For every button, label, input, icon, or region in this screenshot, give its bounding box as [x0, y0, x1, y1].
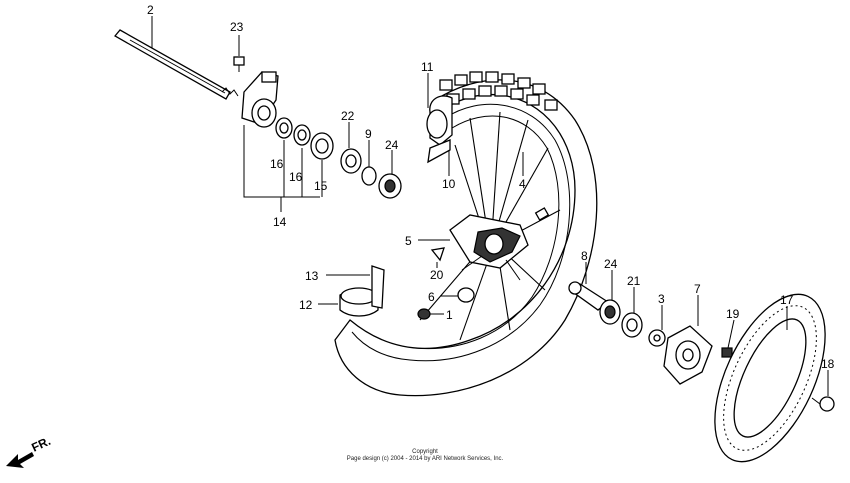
bolt-19	[721, 347, 733, 358]
callout-24a: 24	[385, 138, 399, 152]
copyright-heading: Copyright	[412, 449, 438, 455]
callout-7: 7	[694, 282, 701, 296]
brake-disc-17	[714, 293, 826, 463]
callout-20: 20	[430, 268, 444, 282]
seal-21	[621, 312, 643, 338]
callout-13: 13	[305, 269, 319, 283]
bearing-24a	[378, 173, 402, 199]
callout-24b: 24	[604, 257, 618, 271]
rim-band-12	[339, 265, 385, 317]
callout-2: 2	[147, 3, 154, 17]
spacer-8	[568, 281, 610, 311]
callout-9: 9	[365, 127, 372, 141]
leader-lines	[151, 16, 829, 396]
seal-16b	[293, 124, 311, 146]
callout-22: 22	[341, 109, 355, 123]
callout-6: 6	[428, 290, 435, 304]
callouts: 2 23 11 22 9 24 16 16 15 10 4 14 5 20 13…	[147, 3, 835, 371]
copyright-notice: Page design (c) 2004 - 2014 by ARI Netwo…	[346, 456, 504, 462]
circlip-9	[361, 166, 377, 186]
bolt-18	[811, 396, 835, 412]
callout-16a: 16	[270, 157, 284, 171]
disc-hub-7	[663, 325, 713, 385]
callout-19: 19	[726, 307, 740, 321]
callout-16b: 16	[289, 170, 303, 184]
front-direction-arrow-icon: FR.	[6, 434, 53, 468]
callout-3: 3	[658, 292, 665, 306]
callout-10: 10	[442, 177, 456, 191]
tire-tread	[439, 71, 558, 111]
seal-22	[340, 148, 362, 174]
seal-16a	[275, 117, 293, 139]
cap-6	[457, 287, 475, 303]
callout-23: 23	[230, 20, 244, 34]
callout-8: 8	[581, 249, 588, 263]
wheel	[334, 71, 598, 397]
nipple-20	[430, 247, 445, 262]
callout-4: 4	[519, 177, 526, 191]
group-bracket-14	[243, 125, 323, 212]
collar-15	[310, 132, 334, 160]
collar-3	[648, 329, 666, 347]
tube-11	[426, 95, 453, 164]
callout-1: 1	[446, 308, 453, 322]
hub	[449, 214, 529, 281]
callout-5: 5	[405, 234, 412, 248]
callout-18: 18	[821, 357, 835, 371]
bolt-1	[417, 308, 431, 320]
bearing-24b	[599, 299, 621, 325]
callout-12: 12	[299, 298, 313, 312]
axle-holder	[241, 71, 279, 128]
callout-14: 14	[273, 215, 287, 229]
bolt-23	[233, 56, 245, 72]
callout-17: 17	[780, 293, 794, 307]
axle	[114, 29, 239, 100]
callout-11: 11	[421, 60, 434, 74]
callout-21: 21	[627, 274, 641, 288]
callout-15: 15	[314, 179, 328, 193]
